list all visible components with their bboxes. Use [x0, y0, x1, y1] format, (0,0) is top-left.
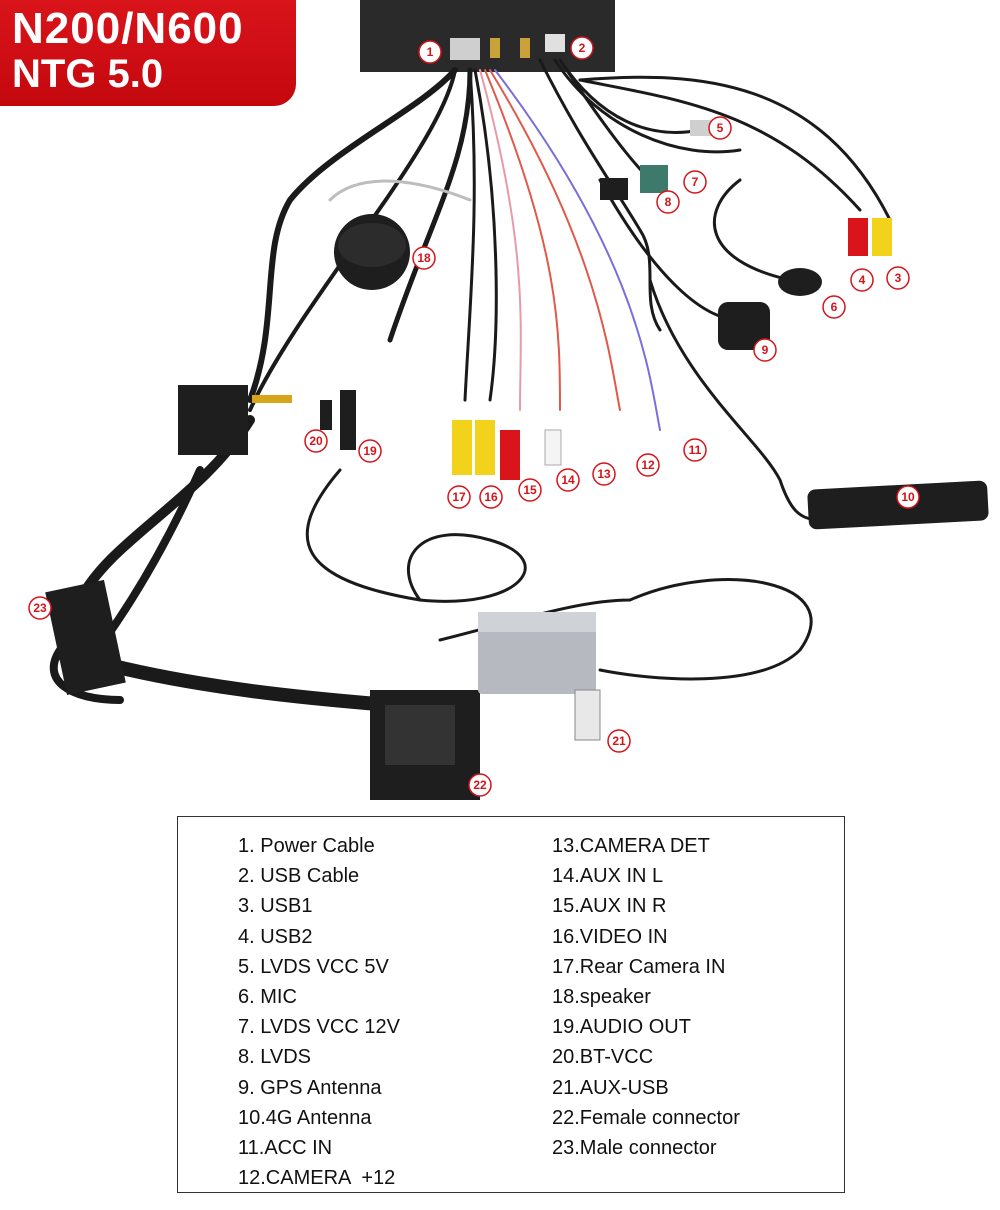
legend-item: 7. LVDS VCC 12V [238, 1016, 400, 1039]
legend-item: 20.BT-VCC [552, 1046, 654, 1069]
marker-12: 12 [636, 453, 660, 477]
wiring-diagram: 1 2 3 4 5 6 7 8 9 10 11 12 13 14 15 16 1… [28, 0, 989, 800]
marker-23: 23 [28, 596, 52, 620]
cable-bundle [49, 58, 892, 712]
bt-audio-leads-19-20 [320, 390, 356, 450]
lvds-connectors [600, 120, 712, 200]
legend-item: 3. USB1 [238, 895, 313, 918]
marker-18-label: 18 [417, 251, 431, 265]
marker-20: 20 [304, 429, 328, 453]
marker-17-label: 17 [452, 490, 466, 504]
legend-item: 12.CAMERA +12 [238, 1167, 396, 1190]
aux-usb-box-21 [478, 612, 601, 741]
marker-19: 19 [358, 439, 382, 463]
marker-3-label: 3 [895, 271, 902, 285]
marker-15: 15 [518, 478, 542, 502]
marker-16-label: 16 [484, 490, 498, 504]
rca-connectors [452, 420, 562, 480]
marker-13: 13 [592, 462, 616, 486]
marker-8: 8 [656, 190, 680, 214]
legend-item: 23.Male connector [552, 1137, 717, 1160]
legend-column-left: 1. Power Cable 2. USB Cable 3. USB1 4. U… [238, 831, 400, 1193]
marker-11: 11 [683, 438, 707, 462]
marker-1: 1 [418, 40, 442, 64]
marker-9-label: 9 [762, 343, 769, 357]
marker-18: 18 [412, 246, 436, 270]
antenna-4g-10 [807, 480, 989, 530]
male-connector-23 [45, 579, 126, 696]
marker-7: 7 [683, 170, 707, 194]
marker-13-label: 13 [597, 467, 611, 481]
marker-3: 3 [886, 266, 910, 290]
marker-11-label: 11 [689, 443, 702, 457]
female-connector-22 [370, 690, 480, 800]
model-badge: N200/N600 NTG 5.0 [0, 0, 296, 106]
marker-22: 22 [468, 773, 492, 797]
callout-markers: 1 2 3 4 5 6 7 8 9 10 11 12 13 14 15 16 1… [28, 36, 920, 797]
legend-item: 17.Rear Camera IN [552, 955, 726, 978]
marker-16: 16 [479, 485, 503, 509]
marker-6: 6 [822, 295, 846, 319]
legend-item: 19.AUDIO OUT [552, 1016, 691, 1039]
marker-2: 2 [570, 36, 594, 60]
legend-box: 1. Power Cable 2. USB Cable 3. USB1 4. U… [177, 816, 845, 1193]
marker-19-label: 19 [363, 444, 377, 458]
badge-version-text: NTG 5.0 [12, 52, 164, 96]
badge-model-text: N200/N600 [12, 4, 244, 53]
mic-6 [778, 268, 822, 296]
legend-item: 14.AUX IN L [552, 865, 664, 888]
marker-5-label: 5 [717, 121, 724, 135]
marker-9: 9 [753, 338, 777, 362]
speaker-18 [334, 214, 410, 290]
legend-item: 9. GPS Antenna [238, 1076, 382, 1099]
marker-23-label: 23 [33, 601, 47, 615]
legend-item: 4. USB2 [238, 925, 313, 948]
marker-10: 10 [896, 485, 920, 509]
marker-6-label: 6 [831, 300, 838, 314]
marker-17: 17 [447, 485, 471, 509]
marker-20-label: 20 [309, 434, 323, 448]
marker-15-label: 15 [523, 483, 537, 497]
legend-column-right: 13.CAMERA DET 14.AUX IN L 15.AUX IN R 16… [552, 831, 740, 1163]
legend-item: 8. LVDS [238, 1046, 311, 1069]
legend-item: 15.AUX IN R [552, 895, 667, 918]
marker-1-label: 1 [427, 45, 434, 59]
legend-item: 1. Power Cable [238, 835, 375, 857]
marker-12-label: 12 [641, 458, 655, 472]
legend-item: 16.VIDEO IN [552, 925, 668, 948]
marker-7-label: 7 [692, 175, 699, 189]
legend-item: 2. USB Cable [238, 865, 360, 888]
marker-10-label: 10 [901, 490, 915, 504]
marker-14: 14 [556, 468, 580, 492]
legend-item: 10.4G Antenna [238, 1106, 372, 1129]
legend-item: 11.ACC IN [238, 1137, 333, 1160]
marker-8-label: 8 [665, 195, 672, 209]
marker-21-label: 21 [612, 734, 626, 748]
legend-item: 18.speaker [552, 986, 651, 1009]
usb-connectors-3-4 [848, 218, 892, 256]
legend-item: 22.Female connector [552, 1106, 740, 1129]
marker-2-label: 2 [579, 41, 586, 55]
legend-item: 6. MIC [238, 986, 297, 1009]
marker-4-label: 4 [859, 273, 866, 287]
marker-22-label: 22 [473, 778, 487, 792]
marker-14-label: 14 [561, 473, 575, 487]
connector-power-box [178, 385, 292, 455]
legend-item: 13.CAMERA DET [552, 835, 710, 857]
marker-5: 5 [708, 116, 732, 140]
marker-4: 4 [850, 268, 874, 292]
head-unit [360, 0, 615, 72]
marker-21: 21 [607, 729, 631, 753]
legend-item: 21.AUX-USB [552, 1076, 669, 1099]
gps-antenna-9 [718, 302, 770, 350]
legend-item: 5. LVDS VCC 5V [238, 955, 389, 978]
